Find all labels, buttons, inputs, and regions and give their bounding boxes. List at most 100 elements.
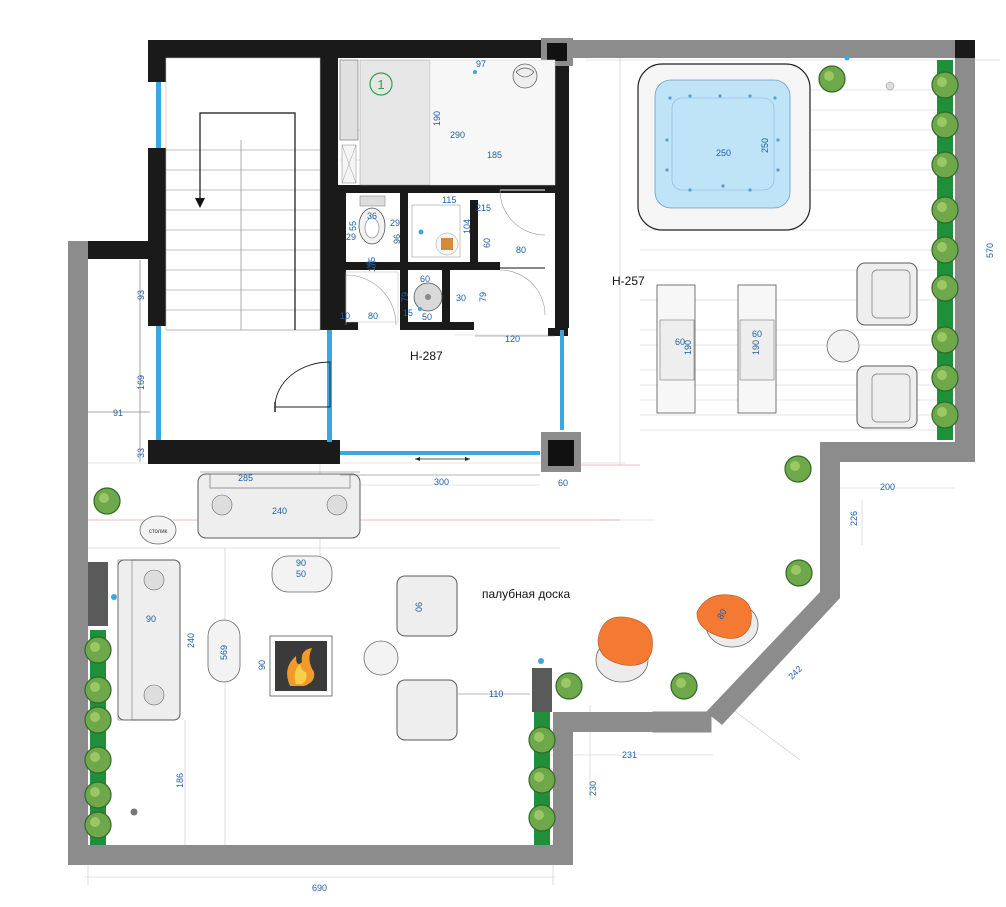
dim-690: 690 [312, 883, 327, 893]
dim-90a: 90 [296, 558, 306, 568]
plant-highlight [534, 772, 544, 782]
dim-33: 33 [136, 448, 146, 458]
bathroom-fixtures [345, 195, 461, 323]
plant-highlight [90, 752, 100, 762]
terrace-armchairs [826, 262, 918, 429]
dim-60a: 60 [482, 238, 492, 248]
dim-29b: 29 [390, 218, 400, 228]
plant-highlight [937, 242, 947, 252]
plant-highlight [99, 493, 109, 503]
dim-79a: 79 [400, 292, 410, 302]
dim-250b: 250 [760, 138, 770, 153]
plant-highlight [90, 642, 100, 652]
room-number-1: 1 [377, 77, 384, 92]
planters [84, 60, 959, 845]
dim-230: 230 [588, 781, 598, 796]
plant-highlight [90, 682, 100, 692]
dim-30: 30 [456, 293, 466, 303]
plant-highlight [790, 461, 800, 471]
label-main-floor: H-287 [410, 349, 443, 363]
plant-highlight [90, 787, 100, 797]
dim-175: 175 [367, 257, 377, 272]
dim-231: 231 [622, 750, 637, 760]
dim-60c: 60 [675, 337, 685, 347]
dim-80c: 80 [715, 607, 729, 621]
columns [88, 38, 581, 712]
dim-36: 36 [367, 211, 377, 221]
dim-240a: 240 [272, 506, 287, 516]
dim-185: 185 [487, 150, 502, 160]
dim-50b: 50 [296, 569, 306, 579]
dim-169: 169 [136, 375, 146, 390]
sunbeds [656, 284, 777, 414]
dimension-lines [88, 260, 555, 695]
gray-walls [68, 40, 975, 865]
dim-29a: 29 [346, 232, 356, 242]
plant-highlight [937, 77, 947, 87]
markers [111, 55, 895, 816]
plant-highlight [534, 732, 544, 742]
plant-highlight [534, 810, 544, 820]
dim-250a: 250 [716, 148, 731, 158]
staircase [165, 57, 321, 331]
plant-highlight [90, 712, 100, 722]
dim-60e: 60 [558, 478, 568, 488]
dim-300: 300 [434, 477, 449, 487]
dim-93: 93 [136, 290, 146, 300]
plant-highlight [937, 370, 947, 380]
label-deck: палубная доска [482, 587, 571, 601]
dim-60b: 60 [420, 274, 430, 284]
dim-15: 15 [403, 308, 413, 318]
plant-highlight [937, 280, 947, 290]
dim-79b: 79 [478, 292, 488, 302]
door-swings [274, 189, 546, 412]
dimension-labels: 97 190 290 185 36 29 29 55 96 1 15 215 10… [113, 59, 995, 893]
label-terrace: H-257 [612, 274, 645, 288]
dim-120: 120 [505, 334, 520, 344]
dim-10: 10 [340, 311, 350, 321]
dim-190b: 190 [683, 340, 693, 355]
dim-290: 290 [450, 130, 465, 140]
dim-97: 97 [476, 59, 486, 69]
dim-570: 570 [985, 243, 995, 258]
plant-highlight [937, 202, 947, 212]
glazing [156, 82, 564, 461]
dim-285: 285 [238, 473, 253, 483]
dim-91: 91 [113, 408, 123, 418]
dim-90c: 90 [257, 660, 267, 670]
living-furniture [117, 473, 458, 741]
dim-186: 186 [175, 773, 185, 788]
plant-highlight [824, 71, 834, 81]
dim-90b: 90 [146, 614, 156, 624]
plant-highlight [561, 678, 571, 688]
dim-215: 215 [476, 203, 491, 213]
dim-96: 96 [392, 234, 402, 244]
dim-190: 190 [432, 111, 442, 126]
dim-80a: 80 [516, 245, 526, 255]
dim-06: 06 [414, 602, 424, 612]
dim-569: 569 [219, 645, 229, 660]
black-walls [88, 40, 569, 464]
dim-55: 55 [348, 221, 358, 231]
plant-highlight [937, 117, 947, 127]
dim-226: 226 [849, 511, 859, 526]
dim-95: 95 [366, 260, 376, 270]
bedroom-1: 1 [339, 59, 556, 186]
dim-110: 110 [489, 689, 503, 699]
plant-highlight [791, 565, 801, 575]
dim-50a: 50 [422, 312, 432, 322]
dim-242: 242 [786, 664, 804, 682]
plant-highlight [937, 332, 947, 342]
plant-highlight [937, 407, 947, 417]
dim-240b: 240 [186, 633, 196, 648]
dim-80b: 80 [368, 311, 378, 321]
dim-200: 200 [880, 482, 895, 492]
dim-104: 104 [462, 219, 472, 234]
dim-190c: 190 [751, 340, 761, 355]
plant-highlight [676, 678, 686, 688]
plant-highlight [90, 817, 100, 827]
plant-highlight [937, 157, 947, 167]
orange-chairs [595, 594, 759, 683]
label-table-tag: столик [149, 529, 168, 535]
